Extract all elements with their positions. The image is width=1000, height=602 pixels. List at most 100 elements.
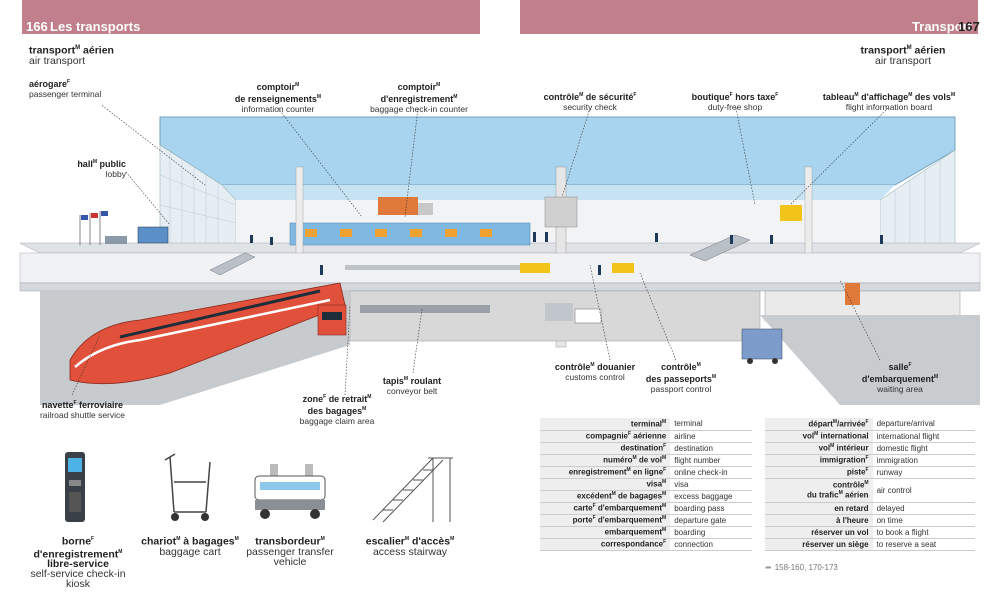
gender-marker: M — [832, 418, 838, 425]
car — [105, 236, 127, 244]
gender-marker: M — [626, 467, 631, 474]
label-controle-securite: contrôleM de sécuritéF security check — [543, 91, 637, 112]
vocab-french: immigrationF — [765, 454, 873, 467]
section-title-left: transportM aérien air transport — [29, 44, 114, 67]
vocab-english: connection — [670, 538, 752, 551]
label-zone-retrait: zoneF de retraitM des bagagesM baggage c… — [299, 393, 375, 426]
right-page-number: 167 — [958, 19, 980, 34]
vocab-english: international flight — [872, 430, 975, 443]
thumb-label-stairway: escalierM d'accèsM access stairway — [365, 535, 455, 558]
gender-marker: M — [662, 418, 667, 425]
vocab-english: to reserve a seat — [872, 538, 975, 551]
thumb-label-cart: chariotM à bagagesM baggage cart — [141, 535, 239, 558]
vocab-english: boarding pass — [670, 502, 752, 515]
vocab-french: départM/arrivéeF — [765, 418, 873, 431]
page-reference: ➦158-160, 170-173 — [765, 563, 838, 572]
right-header-bar: Transport — [520, 0, 978, 34]
vocab-french: en retard — [765, 502, 873, 515]
gender-marker: M — [662, 455, 667, 462]
gender-marker: M — [662, 503, 667, 510]
flight-board — [780, 205, 802, 221]
vocab-french: volM international — [765, 430, 873, 443]
vocab-english: excess baggage — [670, 490, 752, 503]
gender-marker: M — [838, 490, 843, 496]
vocab-english: flight number — [670, 454, 752, 467]
vocab-french: porteF d'embarquementM — [540, 514, 671, 527]
conveyor-belt — [360, 305, 490, 313]
facade-grid-right — [894, 160, 941, 245]
vocab-english: online check-in — [670, 466, 752, 479]
label-tableau-affichage: tableauM d'affichageM des volsM flight i… — [822, 91, 956, 112]
information-counter-box — [378, 197, 418, 215]
vocab-english: air control — [872, 478, 975, 503]
vocab-french: pisteF — [765, 466, 873, 479]
vocab-french: compagnieF aérienne — [540, 430, 671, 443]
vocab-french: volM intérieur — [765, 442, 873, 455]
vocab-english: on time — [872, 514, 975, 527]
label-tapis-roulant: tapisM roulant conveyor belt — [382, 375, 442, 396]
vocab-english: domestic flight — [872, 442, 975, 455]
label-navette-ferroviaire: navetteF ferroviaire railroad shuttle se… — [39, 399, 126, 420]
gender-marker: F — [865, 455, 869, 462]
label-hall-public: hallM public lobby — [77, 158, 126, 179]
gender-marker: F — [628, 431, 632, 438]
vocab-french: embarquementM — [540, 526, 671, 539]
facade-grid-left — [159, 150, 237, 245]
gender-marker: F — [865, 418, 869, 425]
gender-marker: M — [864, 480, 869, 487]
vocab-french: numéroM de volM — [540, 454, 671, 467]
vocab-french: visaM — [540, 478, 671, 491]
label-comptoir-enregistrement: comptoirM d'enregistrementM baggage chec… — [370, 81, 468, 114]
transfer-bus — [741, 328, 783, 360]
reference-arrow-icon: ➦ — [765, 563, 772, 572]
gender-marker: F — [592, 503, 596, 510]
thumb-label-kiosk: borneF d'enregistrementM libre-service s… — [30, 535, 126, 590]
label-aerogare: aérogareF passenger terminal — [29, 78, 102, 99]
gender-marker: M — [611, 491, 616, 498]
vocab-french: carteF d'embarquementM — [540, 502, 671, 515]
label-boutique: boutiqueF hors taxeF duty-free shop — [691, 91, 779, 112]
vocab-english: to book a flight — [872, 526, 975, 539]
gender-marker: F — [663, 467, 667, 474]
people-silhouettes — [250, 232, 883, 275]
baggage-truck — [574, 308, 602, 324]
vocab-english: departure/arrival — [872, 418, 975, 431]
label-controle-passeports: contrôleM des passeportsM passport contr… — [645, 361, 717, 394]
transfer-vehicle-icon — [254, 464, 326, 519]
tarmac — [760, 315, 980, 405]
escalator-left — [209, 252, 256, 276]
left-page-title: Les transports — [50, 19, 141, 34]
gender-marker: M — [662, 491, 667, 498]
gender-marker: M — [662, 527, 667, 534]
left-page-number: 166 — [26, 19, 48, 34]
vocab-english: delayed — [872, 502, 975, 515]
gender-marker: M — [632, 455, 637, 462]
vocab-english: terminal — [670, 418, 752, 431]
vocab-english: visa — [670, 478, 752, 491]
vocab-french: réserver un siège — [765, 538, 873, 551]
escalator-right — [689, 234, 751, 262]
vocab-english: departure gate — [670, 514, 752, 527]
vocab-french: terminalM — [540, 418, 671, 431]
kiosk-icon — [65, 452, 85, 522]
gender-marker: F — [592, 515, 596, 522]
vocab-french: excédentM de bagagesM — [540, 490, 671, 503]
